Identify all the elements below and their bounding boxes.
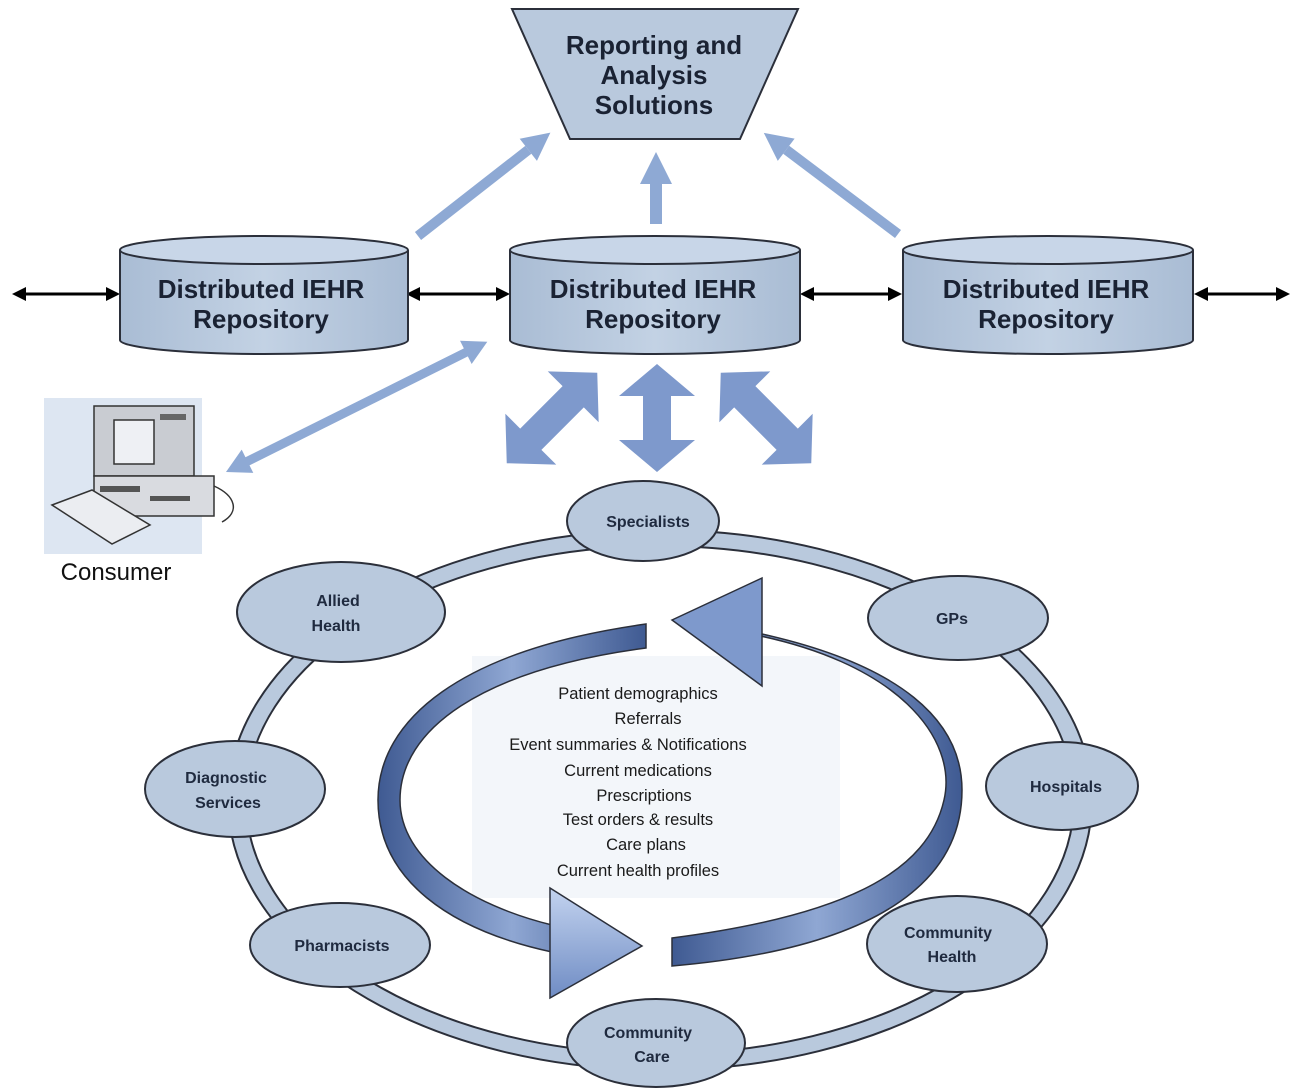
reporting-line-3: Solutions [595, 90, 713, 120]
node-community-care: Community Care [566, 998, 746, 1088]
left-circular-arrowhead [549, 886, 644, 1000]
info-item: Prescriptions [596, 787, 691, 805]
info-item: Test orders & results [563, 811, 713, 829]
consumer-label: Consumer [61, 559, 172, 586]
node-pharmacists-label: Pharmacists [294, 938, 389, 955]
shared-information-list: Patient demographics Referrals Event sum… [509, 685, 747, 880]
info-item: Care plans [606, 836, 686, 854]
node-gps-label: GPs [936, 611, 968, 628]
reporting-line-1: Reporting and [566, 30, 742, 60]
node-community-health-line-1: Community [904, 925, 992, 942]
node-specialists: Specialists [566, 480, 720, 562]
node-diagnostic-services-line-2: Services [195, 795, 261, 812]
circular-flow-arrows [377, 576, 963, 1000]
center-upward-arrow [640, 152, 672, 224]
info-item: Event summaries & Notifications [509, 736, 747, 754]
left-block-arrow [505, 371, 599, 465]
node-specialists-label: Specialists [606, 514, 690, 531]
right-upward-arrow [763, 132, 902, 238]
info-item: Current health profiles [557, 862, 719, 880]
repository-to-reporting-arrows [414, 132, 902, 240]
info-item: Patient demographics [558, 685, 718, 703]
repository-center-line-2: Repository [585, 304, 721, 334]
repository-right-line-1: Distributed IEHR [943, 274, 1150, 304]
shared-info-panel [472, 656, 840, 898]
reporting-line-2: Analysis [601, 60, 708, 90]
right-block-arrow [719, 371, 813, 465]
node-community-care-line-2: Care [634, 1049, 670, 1066]
repository-ring-arrows [505, 364, 813, 472]
center-block-arrow [619, 364, 695, 472]
repository-right-line-2: Repository [978, 304, 1114, 334]
repository-left: Distributed IEHR Repository [119, 235, 409, 355]
left-upward-arrow [414, 132, 551, 240]
right-circular-arrow [671, 631, 963, 967]
info-item: Current medications [564, 762, 712, 780]
repository-links [12, 287, 1290, 301]
node-diagnostic-services-line-1: Diagnostic [185, 770, 267, 787]
repository-left-line-1: Distributed IEHR [158, 274, 365, 304]
node-allied-health: Allied Health [236, 561, 446, 663]
repository-center-line-1: Distributed IEHR [550, 274, 757, 304]
node-community-health: Community Health [866, 895, 1048, 993]
repository-center: Distributed IEHR Repository [509, 235, 801, 355]
node-pharmacists: Pharmacists [249, 902, 431, 988]
consumer-computer-icon: Consumer [44, 398, 234, 586]
node-gps: GPs [867, 575, 1049, 661]
right-circular-arrowhead [670, 576, 763, 688]
node-hospitals-label: Hospitals [1030, 779, 1102, 796]
info-item: Referrals [615, 710, 682, 728]
node-allied-health-line-1: Allied [316, 593, 360, 610]
consumer-repository-arrow [226, 340, 488, 473]
node-diagnostic-services: Diagnostic Services [144, 740, 326, 838]
node-community-health-line-2: Health [928, 949, 977, 966]
node-hospitals: Hospitals [985, 741, 1139, 831]
node-community-care-line-1: Community [604, 1025, 692, 1042]
node-allied-health-line-2: Health [312, 618, 361, 635]
reporting-solutions-box: Reporting and Analysis Solutions [510, 8, 800, 140]
repository-right: Distributed IEHR Repository [902, 235, 1194, 355]
repository-left-line-2: Repository [193, 304, 329, 334]
